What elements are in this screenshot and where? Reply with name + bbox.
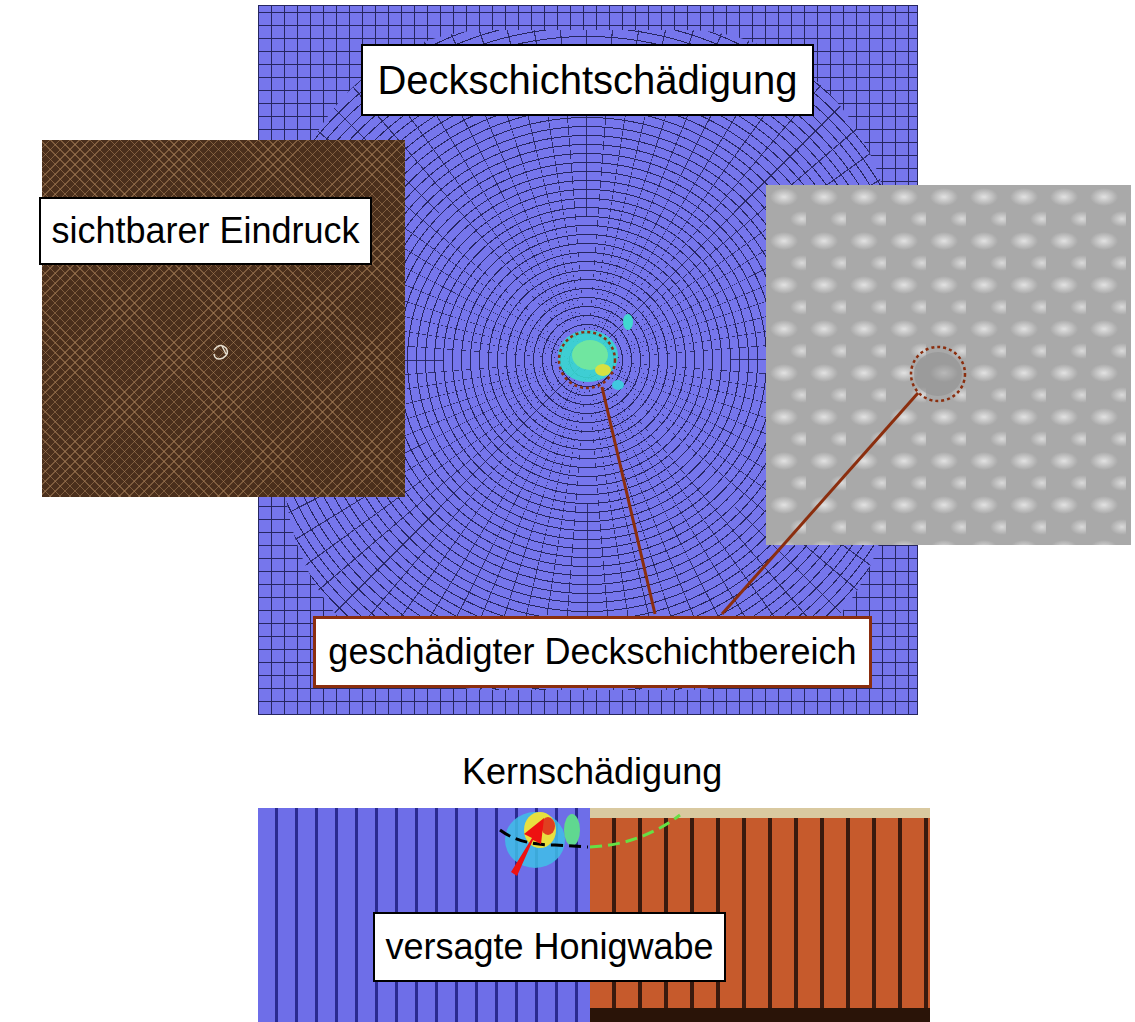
box-text: Deckschichtschädigung — [377, 56, 797, 104]
dotted-circle — [911, 347, 965, 401]
callout-box: versagte Honigwabe — [373, 912, 726, 982]
leader-line — [602, 387, 655, 614]
deformation-line — [500, 830, 588, 847]
damage-spot — [612, 380, 624, 390]
deformation-line — [590, 815, 680, 847]
box-text: geschädigter Deckschichtbereich — [328, 630, 856, 673]
impact-mark — [214, 345, 227, 358]
damage-core — [595, 364, 611, 376]
damage-spot — [623, 314, 633, 330]
dotted-circle — [559, 332, 615, 388]
core-damage — [564, 814, 580, 846]
box-text: sichtbarer Eindruck — [51, 209, 359, 252]
callout-box: geschädigter Deckschichtbereich — [313, 616, 872, 688]
scan-defect — [914, 352, 962, 396]
section-label: Kernschädigung — [462, 750, 722, 793]
callout-box: sichtbarer Eindruck — [39, 197, 372, 265]
leader-line — [722, 393, 918, 614]
damage-zone — [558, 330, 618, 382]
box-text: versagte Honigwabe — [385, 925, 713, 968]
section-heading: Kernschädigung — [462, 751, 722, 792]
title-box: Deckschichtschädigung — [361, 44, 814, 116]
photo-impact — [42, 140, 405, 497]
pointer-arrow — [511, 818, 544, 876]
